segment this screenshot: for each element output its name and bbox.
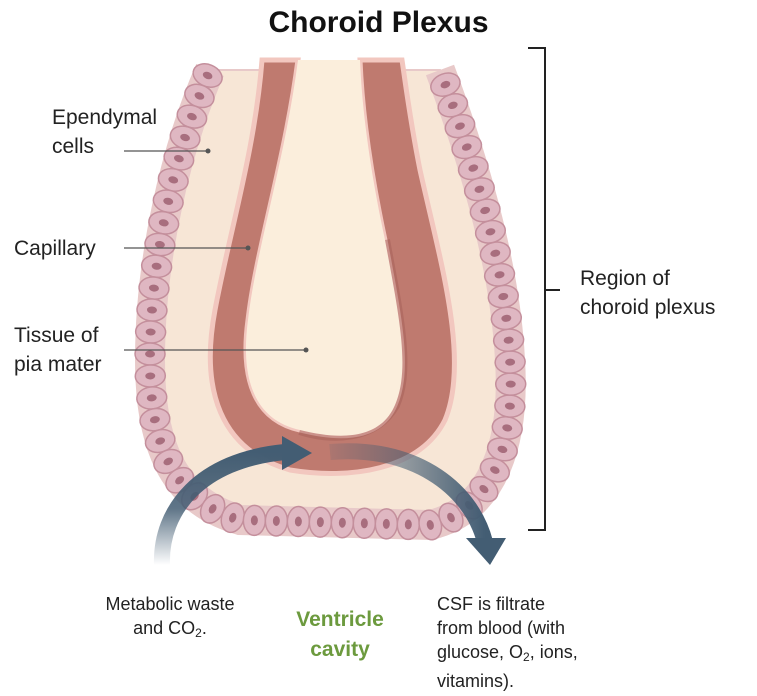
region-label-line2: choroid plexus [580, 293, 715, 322]
tissue-label-line1: Tissue of [14, 321, 102, 350]
csf-line1: CSF is filtrate [437, 592, 657, 616]
capillary-label-text: Capillary [14, 234, 96, 263]
csf-arrowhead [466, 538, 506, 565]
ependymal-pointer-dot [206, 149, 211, 154]
waste-line2: and CO2. [70, 616, 270, 645]
tissue-pia-mater-label: Tissue of pia mater [14, 321, 102, 379]
ventricle-line1: Ventricle [270, 605, 410, 635]
region-label-line1: Region of [580, 264, 715, 293]
waste-line1: Metabolic waste [70, 592, 270, 616]
ependymal-cells-label: Ependymal cells [52, 103, 157, 161]
csf-line4: vitamins). [437, 669, 657, 693]
csf-line3: glucose, O2, ions, [437, 640, 657, 669]
csf-filtrate-note: CSF is filtrate from blood (with glucose… [437, 592, 657, 693]
capillary-pointer-dot [246, 246, 251, 251]
metabolic-waste-note: Metabolic waste and CO2. [70, 592, 270, 645]
ventricle-line2: cavity [270, 635, 410, 665]
region-bracket [528, 48, 560, 530]
csf-line2: from blood (with [437, 616, 657, 640]
tissue-label-line2: pia mater [14, 350, 102, 379]
ependymal-label-line2: cells [52, 132, 157, 161]
capillary-label: Capillary [14, 234, 96, 263]
tissue-pointer-dot [304, 348, 309, 353]
ventricle-cavity-label: Ventricle cavity [270, 605, 410, 665]
ependymal-label-line1: Ependymal [52, 103, 157, 132]
region-choroid-plexus-label: Region of choroid plexus [580, 264, 715, 322]
cell-nucleus [506, 381, 516, 388]
